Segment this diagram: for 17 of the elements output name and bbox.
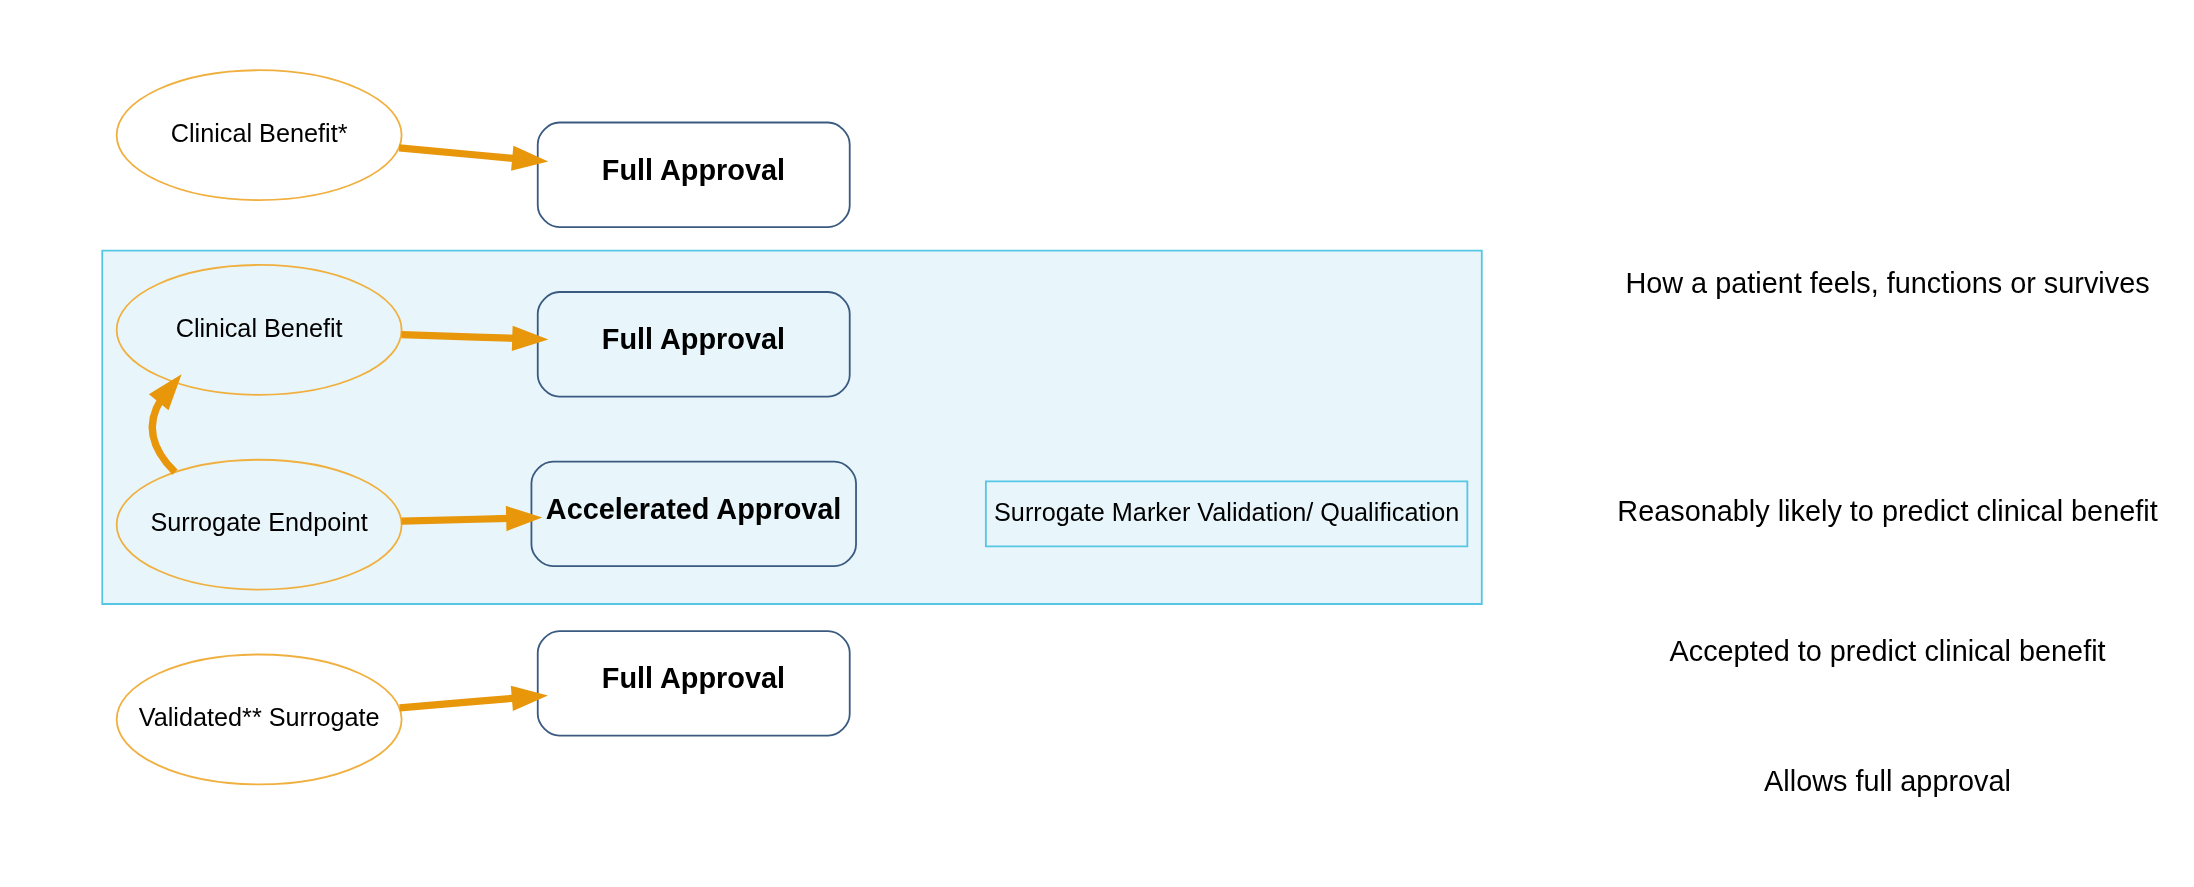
label: Accepted to predict clinical benefit xyxy=(1669,635,2106,668)
node-box: Full Approval xyxy=(536,121,851,228)
node-ellipse: Clinical Benefit xyxy=(115,264,403,396)
label: How a patient feels, functions or survives xyxy=(1625,267,2150,300)
label: Allows full approval xyxy=(1764,765,2011,798)
node-ellipse: Clinical Benefit* xyxy=(115,69,403,201)
cluster xyxy=(101,249,1483,605)
node-box: Full Approval xyxy=(536,630,851,737)
node-ellipse: Surrogate Endpoint xyxy=(115,458,403,591)
arrow xyxy=(398,144,549,171)
node-box: Surrogate Marker Validation/ Qualification xyxy=(984,480,1469,548)
arrow xyxy=(148,374,182,475)
label: Reasonably likely to predict clinical benefit xyxy=(1617,494,2158,527)
node-box: Accelerated Approval xyxy=(530,460,857,568)
arrow xyxy=(399,685,548,712)
node-box: Full Approval xyxy=(536,291,851,398)
node-ellipse: Validated** Surrogate xyxy=(115,653,403,786)
